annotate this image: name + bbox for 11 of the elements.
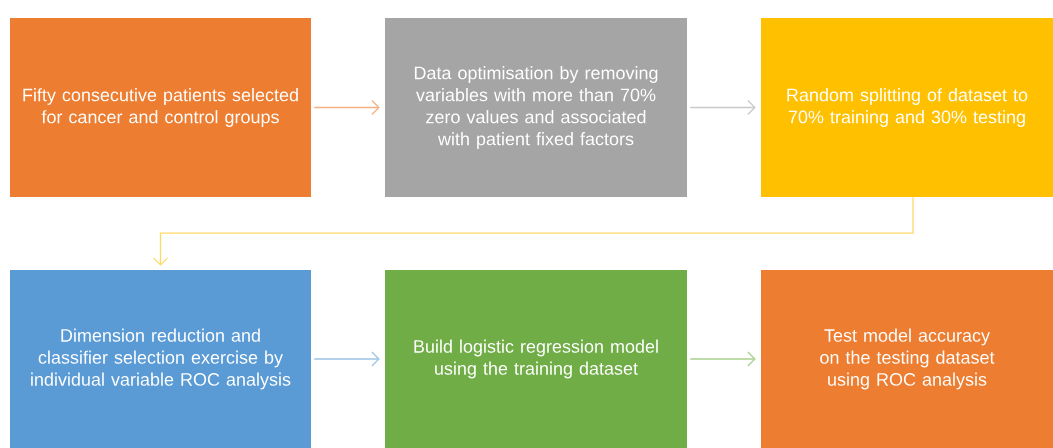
arrow	[689, 351, 756, 367]
arrow	[313, 351, 380, 367]
process-box: Dimension reduction and classifier selection exercise by individual variable ROC analysis	[10, 270, 311, 448]
process-box: Random splitting of dataset to 70% training and 30% testing	[761, 18, 1053, 197]
arrow	[689, 99, 756, 116]
process-box: Fifty consecutive patients selected for cancer and control groups	[10, 18, 311, 197]
process-box: Data optimisation by removing variables with more than 70% zero values and associated with patient fixed factors	[385, 18, 687, 197]
process-box: Test model accuracy on the testing dataset using ROC analysis	[761, 270, 1053, 448]
arrow	[152, 196, 914, 266]
process-box: Build logistic regression model using the training dataset	[385, 270, 687, 448]
arrow	[313, 99, 380, 116]
